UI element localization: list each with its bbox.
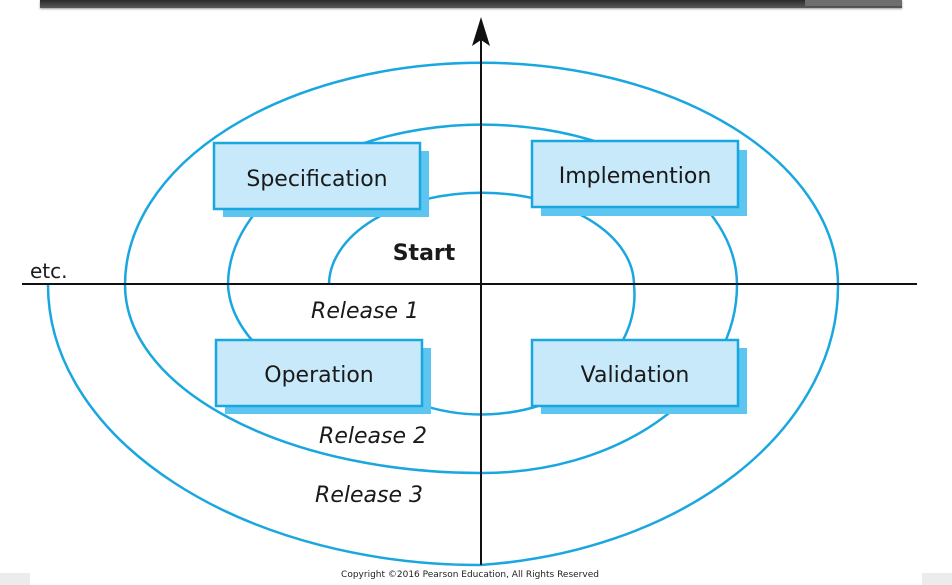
phase-boxes: Specification Implemention Operation Val…: [212, 139, 747, 414]
copyright-notice: Copyright ©2016 Pearson Education, All R…: [341, 570, 599, 580]
phase-box-specification: Specification: [212, 141, 429, 217]
etc-label: etc.: [30, 259, 68, 283]
release-1-label: Release 1: [311, 299, 419, 324]
phase-label-operation: Operation: [264, 363, 373, 388]
release-3-label: Release 3: [315, 483, 423, 508]
top-bar: [40, 0, 902, 8]
axes: [22, 17, 917, 565]
corner-right: [922, 573, 952, 585]
phase-box-validation: Validation: [530, 338, 747, 414]
phase-label-validation: Validation: [581, 363, 690, 388]
phase-label-specification: Specification: [246, 167, 387, 192]
phase-label-implementation: Implemention: [559, 164, 712, 189]
top-bar-end: [805, 0, 902, 6]
start-label: Start: [393, 241, 456, 266]
vertical-axis-arrowhead: [472, 17, 490, 46]
spiral-arcs: [46, 61, 840, 567]
release-2-label: Release 2: [319, 424, 427, 449]
corner-left: [0, 573, 30, 585]
spiral-ring-outer: [46, 284, 481, 567]
phase-box-implementation: Implemention: [530, 139, 747, 216]
phase-box-operation: Operation: [214, 338, 431, 414]
